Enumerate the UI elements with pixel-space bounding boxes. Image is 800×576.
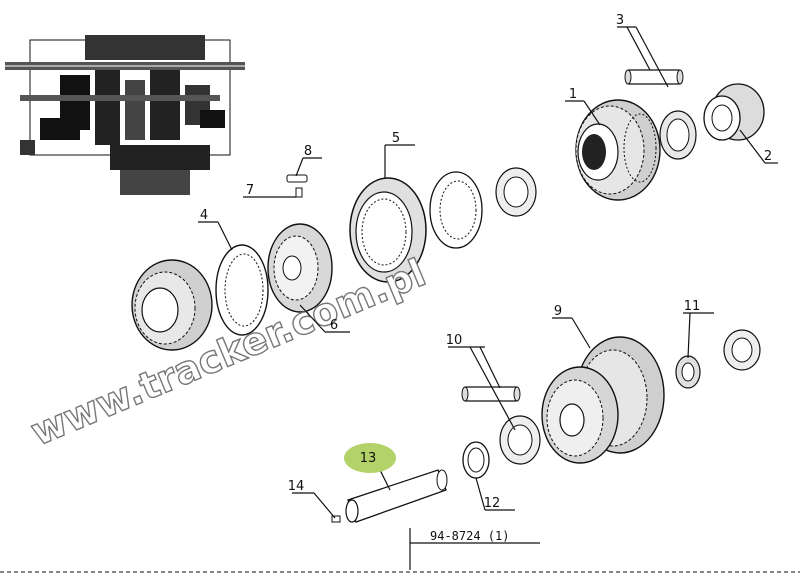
reference-code: 94-8724 (1) [430,529,509,543]
part-6-gear-left [131,259,213,351]
part-2-bushing [703,83,765,141]
callout-8: 8 [304,144,312,159]
callout-5: 5 [392,131,400,146]
callout-label-8: 8 [304,144,312,159]
callout-label-13: 13 [360,451,377,466]
callout-label-9: 9 [554,304,562,319]
synchro-ring-mid [429,171,483,249]
callout-9: 9 [554,304,562,319]
part-1-gear [575,99,661,201]
callout-label-14: 14 [288,479,305,494]
callout-label-6: 6 [330,318,338,333]
callout-10: 10 [446,333,463,348]
reference-code-text: 94-8724 (1) [430,529,509,543]
needle-bearing-mid [495,167,537,217]
part-3-pin [624,69,684,85]
part-11-ring [675,355,701,389]
callout-label-1: 1 [569,87,577,102]
callout-label-10: 10 [446,333,463,348]
callout-label-4: 4 [200,208,208,223]
needle-bearing-right [723,329,761,371]
callout-label-12: 12 [484,496,501,511]
callout-12: 12 [484,496,501,511]
part-14-pin [331,515,341,523]
callout-13: 13 [344,443,396,473]
callout-2: 2 [764,149,772,164]
part-5-sleeve [349,177,427,283]
callout-14: 14 [288,479,305,494]
part-6-gear-right [267,223,333,313]
part-13-shaft [345,469,448,523]
callout-7: 7 [246,183,254,198]
gearbox-section-thumbnail [5,35,245,195]
part-12-washer [462,441,490,479]
callout-11: 11 [684,299,701,314]
callout-label-7: 7 [246,183,254,198]
callout-label-11: 11 [684,299,701,314]
needle-bearing-top [659,110,697,160]
callout-6: 6 [330,318,338,333]
leader-lines [0,26,800,573]
part-8-small-pin [286,174,308,183]
needle-bearing-lower [499,415,541,465]
callout-4: 4 [200,208,208,223]
part-4-ring [215,244,269,336]
callout-label-2: 2 [764,149,772,164]
callout-highlight [344,443,396,473]
part-9-cluster-gear [541,336,665,464]
callout-label-3: 3 [616,13,624,28]
callout-3: 3 [616,13,624,28]
part-10-pin [461,386,521,402]
callout-label-5: 5 [392,131,400,146]
callout-1: 1 [569,87,577,102]
part-7-small-pin [295,187,303,198]
